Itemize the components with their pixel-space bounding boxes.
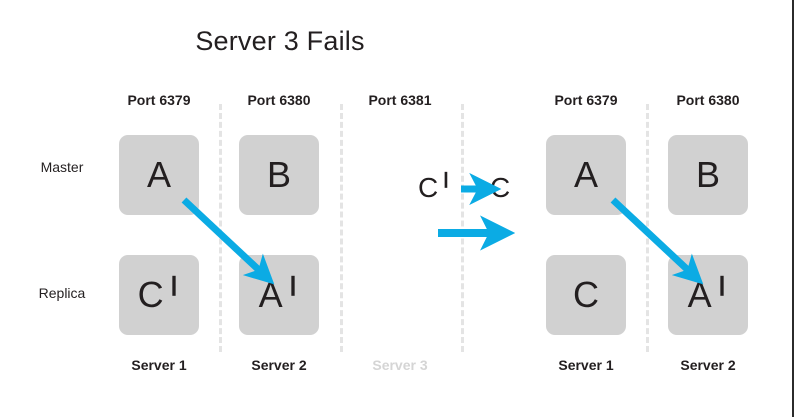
row-label-replica: Replica	[38, 285, 86, 301]
node-box-right-master-2[interactable]: B	[668, 135, 748, 215]
node-label: A	[573, 154, 598, 195]
transition-label-to: C	[490, 172, 511, 203]
node-label: C	[573, 274, 599, 315]
node-label: A❙	[687, 274, 731, 315]
node-box-left-master-1[interactable]: A	[119, 135, 199, 215]
page-title: Server 3 Fails	[195, 26, 365, 56]
node-label: A❙	[258, 274, 302, 315]
port-label-right-1: Port 6379	[554, 92, 618, 108]
node-box-left-replica-1[interactable]: C❙	[119, 255, 199, 335]
server-label-right-2: Server 2	[680, 357, 736, 373]
server-label-left-3: Server 3	[372, 357, 428, 373]
transition-label-from: C❙	[418, 171, 453, 203]
node-box-right-replica-1[interactable]: C	[546, 255, 626, 335]
node-label: A	[146, 154, 171, 195]
port-label-left-1: Port 6379	[127, 92, 191, 108]
server-label-right-1: Server 1	[558, 357, 614, 373]
node-label: C❙	[137, 274, 183, 315]
server-label-left-1: Server 1	[131, 357, 187, 373]
node-box-right-master-1[interactable]: A	[546, 135, 626, 215]
port-label-left-2: Port 6380	[247, 92, 311, 108]
node-box-left-master-2[interactable]: B	[239, 135, 319, 215]
node-box-left-replica-2[interactable]: A❙	[239, 255, 319, 335]
port-label-right-2: Port 6380	[676, 92, 740, 108]
column-divider-left-2	[340, 104, 343, 352]
server-label-left-2: Server 2	[251, 357, 307, 373]
column-divider-right-1	[646, 104, 649, 352]
column-divider-left-3	[461, 104, 464, 352]
transition-group: C❙ C	[418, 168, 528, 248]
column-divider-left-1	[219, 104, 222, 352]
row-label-master: Master	[40, 159, 84, 175]
node-label: B	[266, 154, 291, 195]
node-box-right-replica-2[interactable]: A❙	[668, 255, 748, 335]
node-label: B	[695, 154, 720, 195]
port-label-left-3: Port 6381	[368, 92, 432, 108]
